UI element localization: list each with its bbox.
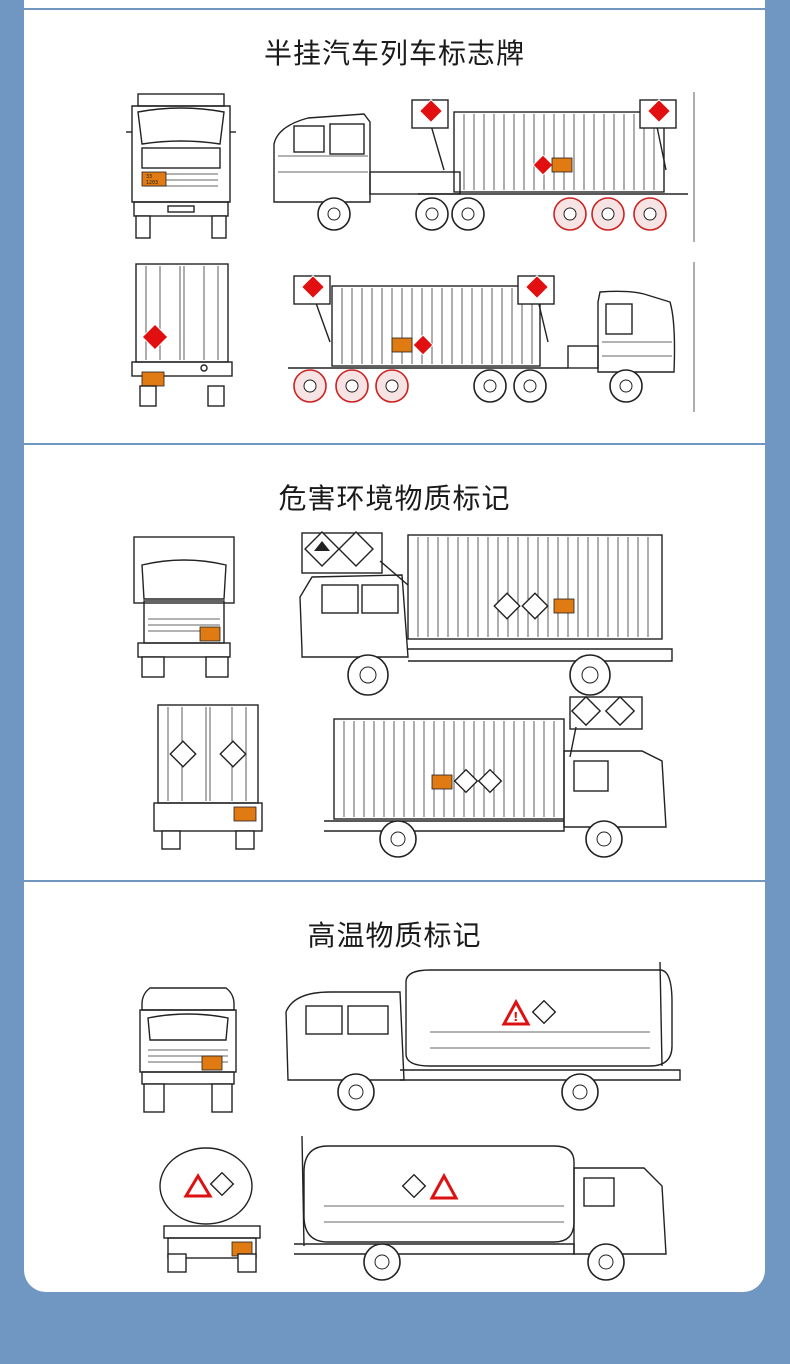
- truck-side-view-right-illustration: [324, 695, 667, 858]
- svg-text:!: !: [513, 1010, 518, 1024]
- semitrailer-side-view-left-illustration: [273, 92, 695, 242]
- tanker-side-view-left-illustration: !: [285, 961, 681, 1111]
- tanker-side-view-right-illustration: [294, 1135, 667, 1281]
- environment-hazard-sign: [304, 531, 374, 567]
- section-title-environmental-hazard: 危害环境物质标记: [278, 482, 511, 515]
- truck-front-view-illustration: [133, 536, 235, 678]
- tanker-rear-view-illustration: [159, 1147, 261, 1273]
- truck-side-view-left-illustration: [299, 531, 673, 696]
- container-ribs: [463, 114, 655, 190]
- svg-text:1203: 1203: [146, 180, 158, 186]
- section-divider: [24, 443, 765, 445]
- section-environmental-hazard: 危害环境物质标记: [24, 445, 765, 882]
- top-divider: [24, 8, 765, 10]
- section-title-high-temperature: 高温物质标记: [307, 919, 482, 952]
- section-title-semitrailer: 半挂汽车列车标志牌: [263, 37, 525, 70]
- truck-rear-view-illustration: [153, 704, 263, 850]
- semitrailer-side-view-right-illustration: [288, 262, 695, 412]
- svg-text:33: 33: [146, 174, 152, 180]
- section-divider: [24, 880, 765, 882]
- trailer-rear-view-illustration: [131, 263, 233, 407]
- section-high-temperature: 高温物质标记 !: [24, 882, 765, 1292]
- tanker-front-view-illustration: [139, 987, 237, 1113]
